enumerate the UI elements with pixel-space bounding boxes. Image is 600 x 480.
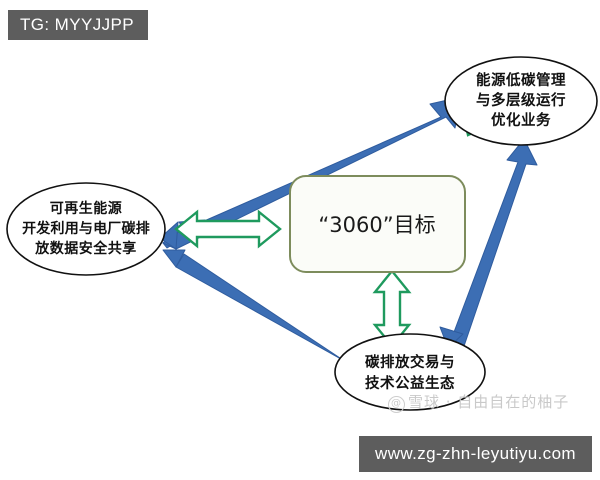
center-goal-node[interactable]: “3060”目标 <box>289 175 466 273</box>
center-goal-shape <box>289 175 466 273</box>
node-energy-line-2: 与多层级运行 <box>476 91 566 109</box>
node-trading-shape <box>334 333 486 411</box>
node-energy-line-3: 优化业务 <box>491 111 551 129</box>
node-energy[interactable]: 能源低碳管理 与多层级运行 优化业务 <box>444 56 598 146</box>
telegram-badge: TG: MYYJJPP <box>8 10 148 40</box>
node-renewable-line-2: 开发利用与电厂碳排 <box>22 220 150 237</box>
arrow-center-renewable <box>174 209 282 249</box>
website-badge[interactable]: www.zg-zhn-leyutiyu.com <box>359 436 592 472</box>
node-renewable-line-1: 可再生能源 <box>50 200 123 217</box>
node-renewable[interactable]: 可再生能源 开发利用与电厂碳排 放数据安全共享 <box>6 182 166 276</box>
node-energy-shape <box>444 56 598 146</box>
center-goal-label: “3060”目标 <box>318 213 435 237</box>
website-badge-label: www.zg-zhn-leyutiyu.com <box>375 444 576 463</box>
node-trading[interactable]: 碳排放交易与 技术公益生态 <box>334 333 486 411</box>
node-renewable-line-3: 放数据安全共享 <box>34 240 137 257</box>
node-renewable-shape <box>6 182 166 276</box>
node-trading-line-2: 技术公益生态 <box>365 374 455 392</box>
node-trading-line-1: 碳排放交易与 <box>365 353 455 371</box>
telegram-badge-label: TG: MYYJJPP <box>20 15 134 34</box>
arrow-trading-energy <box>439 138 538 353</box>
node-energy-line-1: 能源低碳管理 <box>476 71 566 89</box>
